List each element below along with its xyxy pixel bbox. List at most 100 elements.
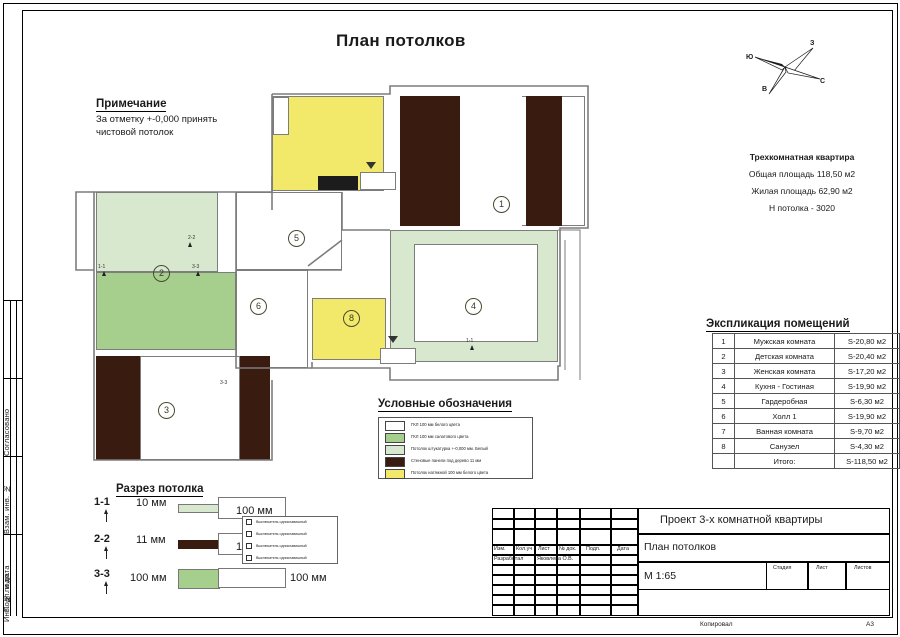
switch-label-3: Выключатель одноклавишный [256, 556, 307, 560]
compass-label-yu: Ю [746, 54, 754, 61]
room-number-6: 6 [250, 298, 267, 315]
table-row: 5 Гардеробная S-6,30 м2 [712, 393, 900, 409]
table-row: 3 Женская комната S-17,20 м2 [712, 363, 900, 379]
explication-area-5: S-19,90 м2 [834, 408, 900, 424]
explication-area-1: S-20,40 м2 [834, 348, 900, 364]
switch-icon-1 [246, 531, 252, 537]
room-3-wood-panel-right [240, 356, 270, 460]
explication-area-3: S-19,90 м2 [834, 378, 900, 394]
rev-header-podp: Подп. [586, 546, 601, 552]
sheets-header: Листов [854, 565, 872, 571]
explication-name-8: Итого: [734, 453, 835, 469]
rev-header-data: Дата [617, 546, 629, 552]
legend-box: ГКЛ 100 мм белого цвета ГКЛ 100 мм салат… [378, 417, 533, 479]
switch-icon-0 [246, 519, 252, 525]
apartment-living-area: Жилая площадь 62,90 м2 [751, 186, 853, 196]
note-line-1: За отметку +-0,000 принять [96, 114, 218, 125]
explication-no-1: 2 [712, 348, 735, 364]
explication-area-0: S-20,80 м2 [834, 333, 900, 349]
room-8-area [312, 298, 386, 360]
room-7-fixture [273, 97, 289, 135]
explication-no-8 [712, 453, 735, 469]
apartment-title: Трехкомнатная квартира [749, 152, 855, 162]
stamp-vzam-inv: Взам. инв. № [2, 484, 11, 534]
format-label: A3 [866, 621, 874, 628]
rev-header-dok: № док. [559, 546, 577, 552]
switch-label-0: Выключатель одноклавишный [256, 520, 307, 524]
explication-name-7: Санузел [734, 438, 835, 454]
legend-label-1: ГКЛ 100 мм салатового цвета [411, 434, 469, 439]
room-number-2: 2 [153, 265, 170, 282]
explication-name-3: Кухня - Гостиная [734, 378, 835, 394]
room-8-door-symbol [380, 348, 416, 364]
author-name: Яковлева О.В. [537, 556, 574, 562]
explication-area-4: S-6,30 м2 [834, 393, 900, 409]
room-1-wood-panel-right [526, 96, 562, 226]
explication-heading: Экспликация помещений [706, 318, 850, 332]
room-number-4: 4 [465, 298, 482, 315]
explication-name-0: Мужская комната [734, 333, 835, 349]
apartment-total-area: Общая площадь 118,50 м2 [748, 169, 856, 179]
room-1-wood-panel [400, 96, 460, 226]
switch-label-2: Выключатель одноклавишный [256, 544, 307, 548]
project-name: Проект 3-х комнатной квартиры [660, 514, 823, 526]
plan-outline [75, 85, 589, 461]
section-left-value-1-1: 10 мм [136, 497, 167, 509]
section-right-value-3-3: 100 мм [290, 572, 327, 584]
legend-label-2: Потолок штукатурка +-0,000 мм. Белый [411, 446, 488, 451]
switch-icon-3 [246, 555, 252, 561]
section-heading: Разрез потолка [116, 483, 204, 497]
explication-no-7: 8 [712, 438, 735, 454]
page-title: План потолков [336, 31, 466, 50]
room-number-3: 3 [158, 402, 175, 419]
sheet-frame-outer [3, 3, 898, 635]
explication-no-3: 4 [712, 378, 735, 394]
room-7-door-symbol [360, 172, 396, 190]
compass-rose: Ю З С В [742, 38, 828, 96]
explication-no-2: 3 [712, 363, 735, 379]
section-mark-1-1b: 1-1 [466, 338, 474, 344]
explication-name-4: Гардеробная [734, 393, 835, 409]
list-header: Лист [816, 565, 828, 571]
room-number-1: 1 [493, 196, 510, 213]
legend-heading: Условные обозначения [378, 398, 513, 412]
explication-no-6: 7 [712, 423, 735, 439]
stage-header: Стадия [773, 565, 792, 571]
legend-label-4: Потолок натяжной 100 мм белого цвета [411, 470, 489, 475]
table-row: 2 Детская комната S-20,40 м2 [712, 348, 900, 364]
explication-no-0: 1 [712, 333, 735, 349]
explication-name-2: Женская комната [734, 363, 835, 379]
section-bar-3-3 [178, 569, 220, 589]
section-mark-label-3-3: 3-3 [94, 568, 110, 580]
explication-area-8: S-118,50 м2 [834, 453, 900, 469]
switch-callout-box [242, 516, 338, 564]
compass-label-v: В [762, 86, 768, 93]
switch-label-1: Выключатель одноклавишный [256, 532, 307, 536]
note-line-2: чистовой потолок [96, 127, 174, 138]
sheet-name: План потолков [644, 541, 717, 553]
table-row-total: Итого: S-118,50 м2 [712, 453, 900, 469]
section-bar-2-2 [178, 540, 220, 549]
section-mark-1-1: 1-1 [98, 264, 106, 270]
role-label: Разработал [494, 556, 524, 562]
section-mark-3-3b: 3-3 [220, 380, 228, 386]
explication-no-5: 6 [712, 408, 735, 424]
room-4-inner-white [414, 244, 538, 342]
room-2-lower-area [96, 272, 236, 350]
legend-label-0: ГКЛ 100 мм белого цвета [411, 422, 460, 427]
section-right-value-1-1: 100 мм [236, 505, 273, 517]
table-row: 4 Кухня - Гостиная S-19,90 м2 [712, 378, 900, 394]
room-3-area [140, 356, 240, 460]
explication-area-2: S-17,20 м2 [834, 363, 900, 379]
section-mark-2-2: 2-2 [188, 235, 196, 241]
rev-header-list: Лист [538, 546, 550, 552]
explication-table: 1 Мужская комната S-20,80 м2 2 Детская к… [712, 333, 900, 469]
room-5-area [236, 192, 342, 270]
rev-header-izm: Изм. [494, 546, 506, 552]
room-3-wood-panel-left [96, 356, 140, 460]
stamp-inv-podl: Инв. № подл. [2, 571, 11, 622]
level-marker-1 [366, 162, 376, 169]
compass-icon [754, 47, 821, 95]
rev-header-kol: Кол.уч [516, 546, 533, 552]
